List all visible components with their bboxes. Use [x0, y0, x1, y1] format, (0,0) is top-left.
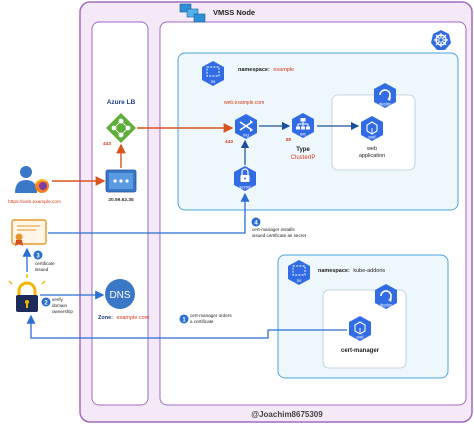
azure-lane — [91, 21, 149, 406]
step-4-number: 4 — [254, 221, 258, 227]
cert-manager-label: cert-manager — [341, 348, 380, 354]
pod-label-line2: application — [359, 153, 385, 159]
step-1-line2: a certificate — [190, 319, 214, 324]
service-badge: svc — [300, 132, 306, 137]
deploy-addons-badge: deploy — [380, 303, 393, 308]
ns-badge: ns — [211, 79, 217, 84]
dns-icon-text: DNS — [109, 290, 130, 301]
azure-lb-label: Azure LB — [107, 99, 136, 106]
step-3-badge — [33, 250, 43, 260]
vmss-node-label: VMSS Node — [213, 8, 255, 17]
user-icon — [15, 166, 37, 193]
ns-addons-badge: ns — [297, 278, 303, 283]
ingress-badge: ing — [243, 133, 249, 138]
namespace-prefix: namespace: — [238, 67, 270, 73]
kubernetes-icon — [431, 30, 451, 50]
pod-addons-icon: pod — [349, 316, 371, 341]
namespace-name: example — [273, 67, 294, 73]
dns-zone: Zone: example.com — [98, 315, 150, 321]
secret-badge: secret — [239, 185, 251, 190]
azure-lb-port: 443 — [103, 141, 111, 147]
certificate-icon — [11, 219, 47, 246]
arrow-cert-manager-orders — [26, 314, 347, 339]
dns-zone-label: Zone: — [98, 315, 113, 321]
azure-lb-icon — [106, 113, 136, 143]
namespace-example-title: namespace: example — [238, 67, 294, 73]
author-watermark: @Joachim8675309 — [251, 410, 323, 419]
ingress-icon: ing — [235, 114, 257, 139]
service-type-value: ClusterIP — [291, 155, 316, 161]
public-ip-icon — [105, 169, 137, 193]
step-2-line3: ownership — [52, 309, 73, 314]
step-1-line1: cert-manager orders — [190, 313, 232, 318]
step-2-number: 2 — [44, 301, 48, 307]
namespace-addons-icon: ns — [288, 260, 310, 285]
firefox-icon — [35, 179, 49, 193]
deploy-badge: deploy — [379, 102, 392, 107]
step-1-number: 1 — [182, 318, 186, 324]
service-port: 80 — [286, 137, 292, 143]
vmss-icon — [179, 3, 206, 23]
user-url: https://web.example.com — [8, 199, 61, 205]
namespace-addons-name: kube-addons — [353, 268, 385, 274]
step-3-line1: certificate — [35, 261, 55, 266]
secret-icon: secret — [234, 166, 256, 191]
step-2-line1: verify — [52, 297, 64, 302]
step-4-line1: cert-manager installs — [252, 227, 295, 232]
step-2-line2: domain — [52, 303, 68, 308]
ingress-host: web.example.com — [224, 100, 264, 106]
arrow-install-secret — [48, 192, 250, 234]
dns-icon: DNS — [105, 279, 135, 309]
ingress-port: 443 — [225, 139, 233, 145]
service-icon: svc — [292, 113, 314, 138]
pod-icon: pod — [361, 116, 383, 141]
dns-zone-value: example.com — [117, 315, 150, 321]
step-3-number: 3 — [36, 254, 40, 260]
deploy-icon: deploy — [374, 83, 396, 108]
namespace-icon: ns — [202, 61, 224, 86]
pod-label-line1: web — [366, 146, 377, 152]
step-4-line2: issued certificate as secret — [252, 233, 307, 238]
public-ip-address: 20.59.62.35 — [108, 197, 134, 203]
pod-addons-badge: pod — [357, 335, 365, 340]
namespace-addons-title: namespace: kube-addons — [318, 268, 385, 274]
pod-badge: pod — [369, 135, 377, 140]
namespace-addons-prefix: namespace: — [318, 268, 350, 274]
deploy-addons-icon: deploy — [375, 284, 397, 309]
step-4-badge — [251, 217, 261, 227]
lets-encrypt-lock-icon — [8, 274, 46, 312]
service-type-label: Type — [296, 147, 310, 153]
step-1-badge — [179, 314, 189, 324]
step-2-badge — [41, 297, 51, 307]
step-3-line2: issued — [35, 267, 49, 272]
